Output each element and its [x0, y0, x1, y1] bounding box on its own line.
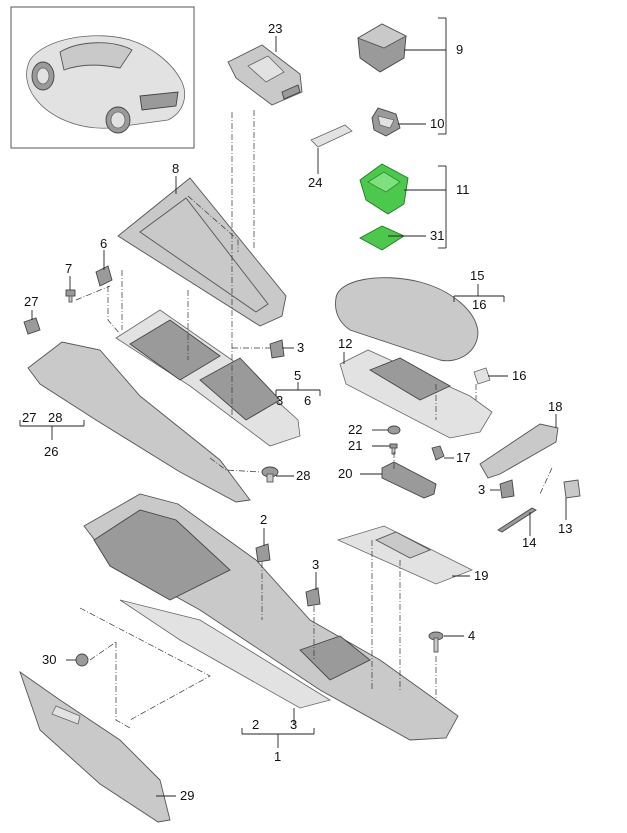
callout-17: 17 — [456, 450, 470, 465]
callout-7: 7 — [65, 261, 72, 276]
part-15-armrest-lid — [335, 277, 479, 362]
callout-1: 1 — [274, 749, 281, 764]
callout-15-sub-16: 16 — [472, 297, 486, 312]
part-18-hinge — [479, 423, 559, 479]
callout-5: 5 — [294, 368, 301, 383]
callout-4: 4 — [468, 628, 475, 643]
callout-3-lower: 3 — [312, 557, 319, 572]
part-8-trim-frame — [117, 177, 287, 327]
callout-22: 22 — [348, 422, 362, 437]
part-29-side-panel — [19, 670, 171, 823]
part-7-screw — [65, 289, 76, 303]
part-13-bracket — [563, 479, 581, 499]
callout-18: 18 — [548, 399, 562, 414]
callout-3-upper: 3 — [297, 340, 304, 355]
callout-31: 31 — [430, 228, 444, 243]
part-24-clip — [310, 124, 353, 148]
callout-16: 16 — [512, 368, 526, 383]
callout-10: 10 — [430, 116, 444, 131]
part-11-tray-highlighted — [359, 163, 409, 215]
part-10-holder — [371, 107, 401, 137]
part-17-bolt — [431, 445, 445, 461]
callout-2: 2 — [260, 512, 267, 527]
callout-24: 24 — [308, 175, 322, 190]
callout-26: 26 — [44, 444, 58, 459]
part-12-armrest-base — [339, 349, 493, 439]
vehicle-thumbnail — [10, 6, 195, 149]
callout-11: 11 — [456, 182, 470, 197]
part-4-bolt — [428, 631, 444, 653]
callout-29: 29 — [180, 788, 194, 803]
callout-30: 30 — [42, 652, 56, 667]
assembly-guide-lines — [75, 110, 553, 729]
callout-5-sub-3: 3 — [276, 393, 283, 408]
part-19-mat — [336, 525, 473, 585]
callout-26-sub-28: 28 — [48, 410, 62, 425]
callout-28: 28 — [296, 468, 310, 483]
callout-3-right: 3 — [478, 482, 485, 497]
leader-lines — [19, 17, 567, 797]
part-21-screw — [389, 443, 398, 455]
part-28-fastener — [261, 466, 279, 483]
callout-26-sub-27: 27 — [22, 410, 36, 425]
callout-1-sub-3: 3 — [290, 717, 297, 732]
part-3-clip-lower — [305, 587, 321, 607]
part-5-support-bracket — [115, 309, 301, 447]
callout-27: 27 — [24, 294, 38, 309]
callout-9: 9 — [456, 42, 463, 57]
part-30-fastener — [75, 653, 89, 667]
callout-12: 12 — [338, 336, 352, 351]
part-2-clip — [255, 543, 271, 563]
part-9-cover — [356, 23, 407, 73]
callout-20: 20 — [338, 466, 352, 481]
callout-5-sub-6: 6 — [304, 393, 311, 408]
callout-6: 6 — [100, 236, 107, 251]
callout-21: 21 — [348, 438, 362, 453]
part-20-latch — [381, 461, 437, 499]
part-3-clip-right — [499, 479, 515, 499]
callout-8: 8 — [172, 161, 179, 176]
callout-13: 13 — [558, 521, 572, 536]
part-22-grommet — [387, 425, 401, 435]
callout-19: 19 — [474, 568, 488, 583]
part-16-clip — [473, 367, 491, 385]
callout-1-sub-2: 2 — [252, 717, 259, 732]
part-1-center-console — [83, 493, 459, 741]
callout-23: 23 — [268, 21, 282, 36]
part-23-shifter-trim — [227, 44, 303, 106]
callout-labels: 23 9 10 24 11 31 8 6 7 27 3 5 3 6 27 28 … — [22, 21, 572, 803]
callout-15: 15 — [470, 268, 484, 283]
callout-14: 14 — [522, 535, 536, 550]
part-14-rod — [497, 507, 537, 533]
part-27-pad — [23, 317, 41, 335]
part-31-mat-highlighted — [359, 225, 405, 251]
part-26-side-panel — [27, 341, 251, 503]
part-3-clip-upper — [269, 339, 285, 359]
